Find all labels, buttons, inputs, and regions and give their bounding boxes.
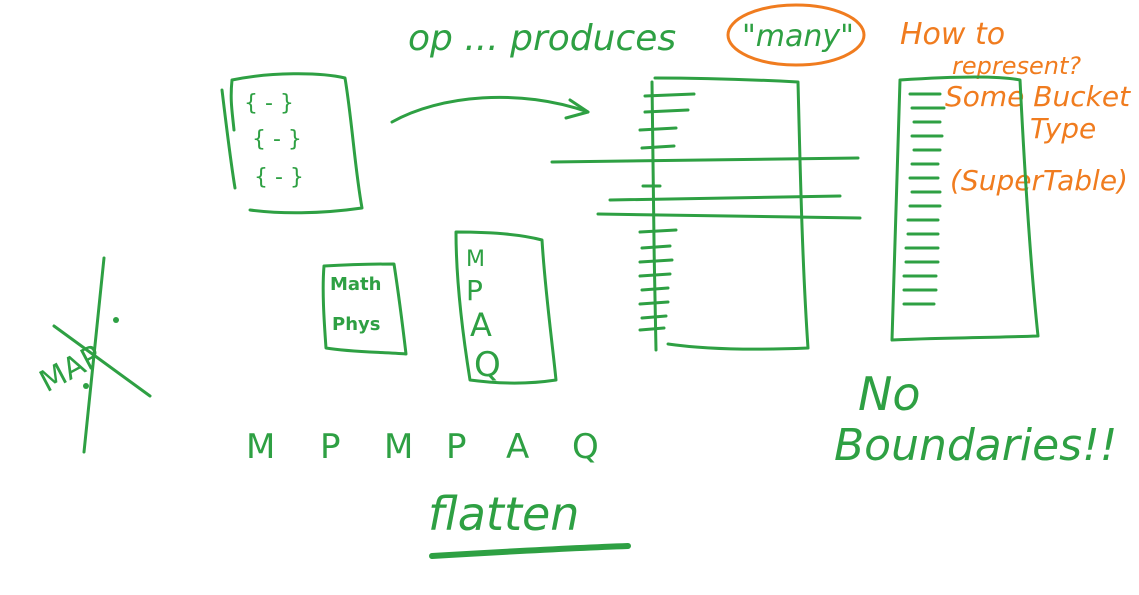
orange-note: How to represent? Some Bucket Type (Supe… <box>900 17 1131 197</box>
header-op-text: op ... produces <box>408 18 676 59</box>
source-document: { - } { - } { - } <box>220 72 364 215</box>
no-boundaries-group: No Boundaries!! <box>834 367 1117 471</box>
source-doc-outline <box>220 72 364 215</box>
flat-sequence: M P M P A Q <box>246 427 599 467</box>
note-line-4: Type <box>1030 112 1096 145</box>
small-table: Math Phys <box>321 262 408 356</box>
tall-list: M P A Q <box>454 230 558 385</box>
super-table-outline <box>890 75 1040 342</box>
flat-item-5: A <box>506 427 529 467</box>
tall-list-item-3: A <box>470 306 492 344</box>
small-row-2: Phys <box>332 314 380 335</box>
super-table-row-ticks <box>902 92 946 306</box>
source-row-2: { - } <box>252 127 302 152</box>
flat-item-1: M <box>246 427 275 467</box>
super-table <box>890 75 1040 342</box>
small-table-outline <box>321 262 408 356</box>
band-line-3 <box>596 212 862 220</box>
wide-table-row-ticks <box>638 92 696 332</box>
flat-item-3: M <box>384 427 413 467</box>
tall-list-item-1: M <box>466 247 485 272</box>
header-many-word: "many" <box>742 19 854 54</box>
note-line-5: (SuperTable) <box>950 164 1128 197</box>
note-line-2: represent? <box>952 52 1081 80</box>
scribble-dot-1 <box>113 317 119 323</box>
small-row-1: Math <box>330 274 381 295</box>
cross-stroke-2 <box>52 324 152 398</box>
crossed-map-scribble: MAP <box>34 256 152 454</box>
no-boundaries-line-1: No <box>858 367 921 421</box>
source-row-1: { - } <box>244 91 294 116</box>
arrow-head <box>564 98 590 120</box>
tall-list-outline <box>454 230 558 385</box>
tall-list-item-2: P <box>466 274 483 307</box>
note-line-1: How to <box>900 17 1005 52</box>
flatten-underline <box>429 543 631 559</box>
arrow-shaft <box>390 95 590 124</box>
arrow-to-table <box>390 95 590 124</box>
flat-item-6: Q <box>572 427 599 467</box>
wide-table <box>550 76 862 352</box>
header-group: op ... produces "many" <box>408 3 866 67</box>
no-boundaries-line-2: Boundaries!! <box>834 420 1117 471</box>
crossed-map-text: MAP <box>34 339 107 400</box>
note-line-3: Some Bucket <box>945 80 1131 113</box>
flat-item-2: P <box>320 427 341 467</box>
flat-item-4: P <box>446 427 467 467</box>
flatten-group: flatten <box>428 487 631 559</box>
scribble-dot-2 <box>83 383 89 389</box>
many-circle <box>726 3 866 67</box>
tall-list-item-4: Q <box>474 345 501 385</box>
source-row-3: { - } <box>254 165 304 190</box>
band-line-1 <box>550 156 860 164</box>
flatten-label: flatten <box>428 487 579 541</box>
band-line-2 <box>608 194 842 202</box>
